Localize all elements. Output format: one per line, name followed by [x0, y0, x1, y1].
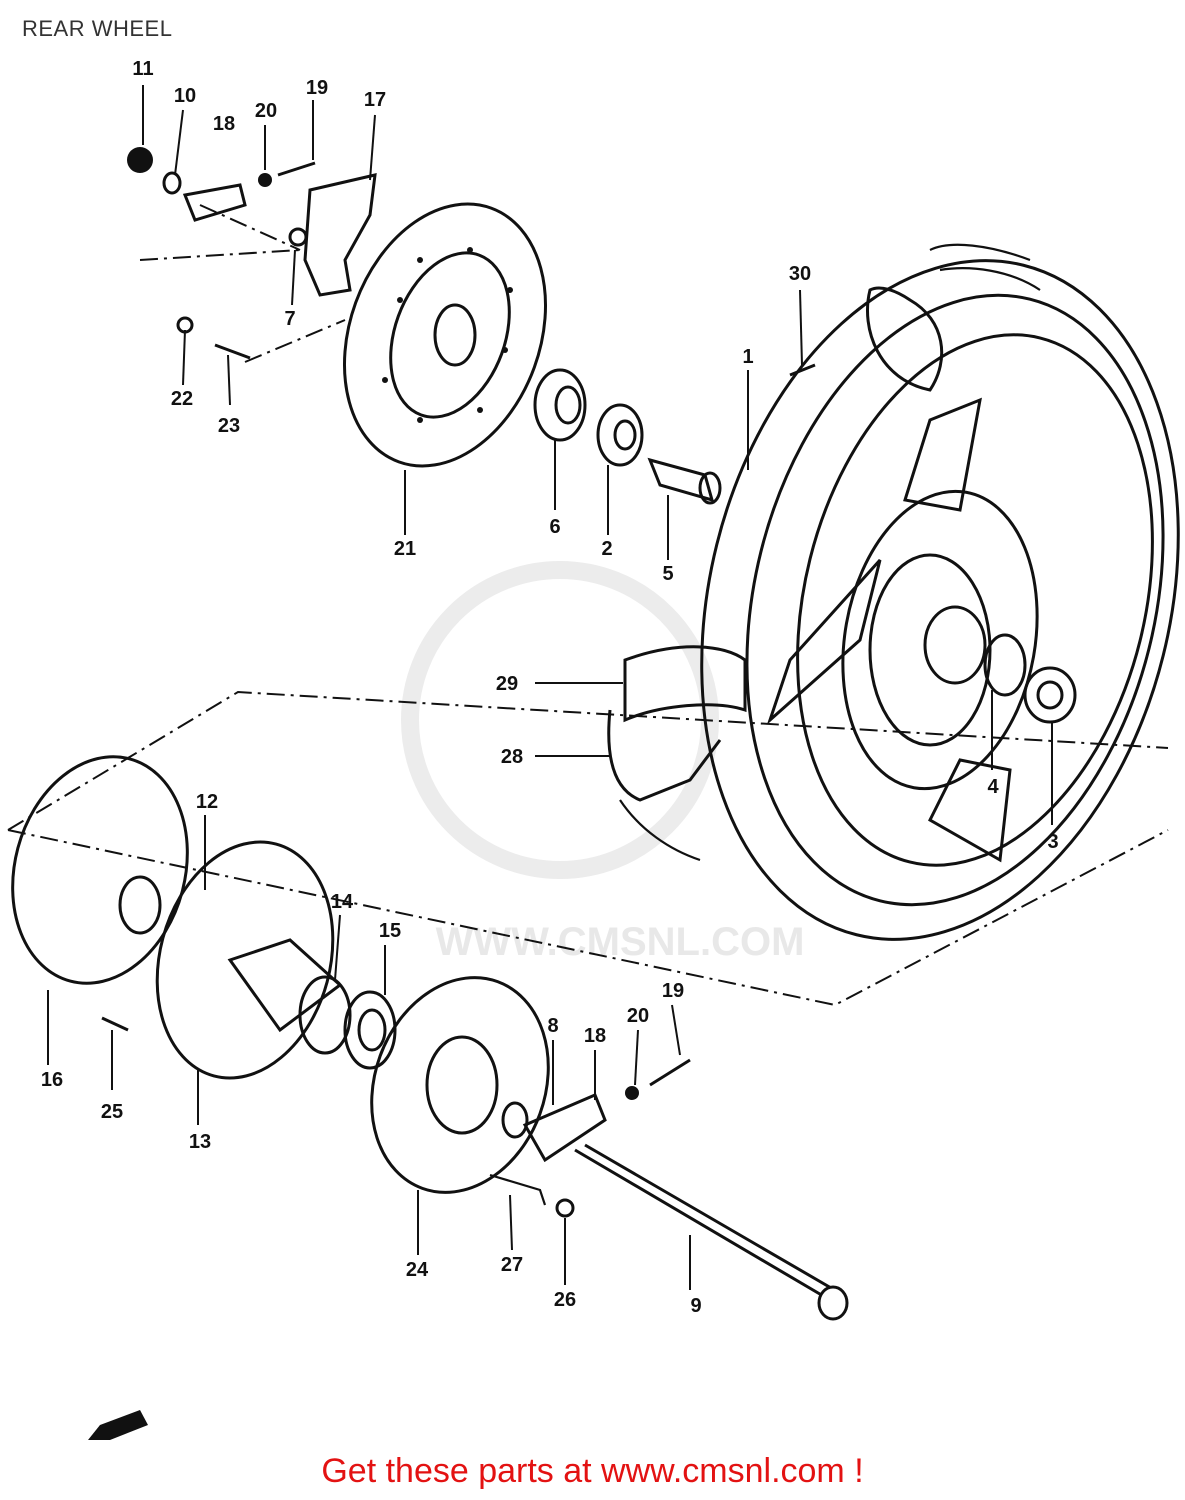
washer-10 — [162, 171, 182, 195]
direction-arrow-icon — [88, 1410, 148, 1440]
part-label-6: 6 — [549, 516, 560, 538]
part-label-1: 1 — [742, 346, 753, 368]
torque-link-18-upper — [182, 183, 247, 222]
part-label-13: 13 — [189, 1131, 211, 1153]
brake-disc — [342, 202, 548, 468]
part-label-18-lower: 18 — [584, 1025, 606, 1047]
part-label-16: 16 — [41, 1069, 63, 1091]
part-label-19-lower: 19 — [662, 980, 684, 1002]
part-label-28: 28 — [501, 746, 523, 768]
bolt-19-lower — [649, 1058, 691, 1087]
sprocket-drum-13 — [155, 840, 343, 1080]
leader-lines — [47, 85, 1053, 1290]
part-label-25: 25 — [101, 1101, 123, 1123]
part-label-20-upper: 20 — [255, 100, 277, 122]
rear-wheel — [619, 243, 1180, 941]
part-label-8: 8 — [547, 1015, 558, 1037]
part-label-26: 26 — [554, 1289, 576, 1311]
part-label-10: 10 — [174, 85, 196, 107]
torque-link-18-lower — [522, 1093, 607, 1163]
sprocket-24 — [370, 976, 550, 1194]
nut-26 — [555, 1198, 575, 1218]
part-label-15: 15 — [379, 920, 401, 942]
part-label-23: 23 — [218, 415, 240, 437]
nut-11 — [127, 147, 153, 173]
part-label-3: 3 — [1047, 831, 1058, 853]
part-label-5: 5 — [662, 563, 673, 585]
clip-27 — [489, 1173, 547, 1206]
page-title: REAR WHEEL — [22, 16, 173, 41]
spacer-8 — [501, 1101, 529, 1139]
bolt-19-upper — [277, 161, 316, 177]
part-label-29: 29 — [496, 673, 518, 695]
caliper-bracket — [288, 173, 377, 297]
part-label-17: 17 — [364, 89, 386, 111]
bearing-3 — [1023, 666, 1077, 724]
stud-25 — [101, 1016, 129, 1032]
seal-15 — [343, 990, 397, 1070]
clip-22 — [176, 316, 194, 334]
part-label-9: 9 — [690, 1295, 701, 1317]
part-label-24: 24 — [406, 1259, 429, 1281]
bearing-6 — [533, 368, 587, 442]
footer-promo-text[interactable]: Get these parts at www.cmsnl.com ! — [321, 1452, 864, 1490]
part-label-21: 21 — [394, 538, 416, 560]
cover-28 — [607, 709, 722, 802]
part-label-27: 27 — [501, 1254, 523, 1276]
watermark-text: WWW.CMSNL.COM — [436, 920, 805, 964]
cush-rubber-16 — [11, 755, 189, 985]
assembly-outline — [7, 204, 1169, 1007]
nut-20-lower — [625, 1086, 639, 1100]
spacer-5 — [647, 457, 722, 505]
cap-30 — [789, 363, 816, 377]
part-label-14: 14 — [331, 891, 354, 913]
oil-seal-4 — [983, 633, 1027, 697]
bearing-2 — [596, 403, 644, 467]
part-label-11: 11 — [132, 58, 153, 80]
part-label-7: 7 — [284, 308, 295, 330]
bearing-14 — [298, 975, 352, 1055]
part-label-30: 30 — [789, 263, 811, 285]
watermark-logo: WWW.CMSNL.COM — [401, 561, 805, 964]
nut-20-upper — [258, 173, 272, 187]
part-label-12: 12 — [196, 791, 218, 813]
part-label-4: 4 — [987, 776, 999, 798]
part-label-19-upper: 19 — [306, 77, 328, 99]
part-labels: 11 10 18 20 19 17 7 22 23 21 6 2 5 1 30 … — [41, 58, 1059, 1317]
axle-9 — [574, 1143, 849, 1321]
cover-29 — [623, 645, 747, 723]
part-label-20-lower: 20 — [627, 1005, 649, 1027]
part-label-2: 2 — [601, 538, 612, 560]
part-label-18-upper: 18 — [213, 113, 235, 135]
part-label-22: 22 — [171, 388, 193, 410]
pin-23 — [214, 343, 251, 360]
